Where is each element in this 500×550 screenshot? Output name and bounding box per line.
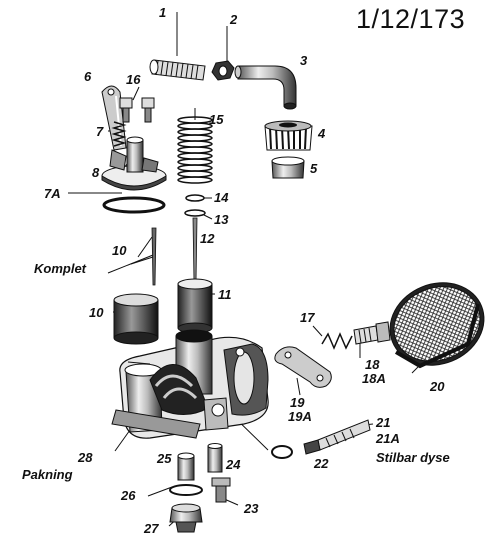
part-11-throttle-slide	[177, 278, 213, 334]
label-part-25: 25	[157, 451, 172, 466]
part-27-drain-plug	[169, 503, 203, 533]
part-18-screw	[353, 321, 391, 345]
label-part-3: 3	[300, 53, 308, 68]
part-20-air-filter	[389, 282, 485, 369]
label-part-7: 7	[96, 124, 104, 139]
part-22-o-ring	[271, 445, 293, 459]
part-5-ring-nut	[271, 156, 305, 179]
part-26-washer	[169, 484, 203, 496]
part-21-adjustable-jet	[303, 419, 371, 455]
label-part-17: 17	[300, 310, 315, 325]
part-12-needle	[192, 217, 198, 283]
label-part-19a: 19A	[288, 409, 312, 424]
label-part-2: 2	[230, 12, 238, 27]
label-part-13: 13	[214, 212, 229, 227]
part-10-float	[113, 293, 159, 345]
label-part-6: 6	[84, 69, 92, 84]
label-part-26: 26	[121, 488, 136, 503]
part-2-nut	[211, 60, 235, 81]
part-13-clip	[184, 209, 206, 217]
part-15-spring	[177, 116, 213, 184]
label-part-19: 19	[290, 395, 305, 410]
label-part-22: 22	[314, 456, 329, 471]
label-part-5: 5	[310, 161, 318, 176]
part-14-washer	[185, 194, 205, 202]
part-16-screws	[119, 97, 155, 123]
label-stilbar-dyse: Stilbar dyse	[376, 450, 450, 465]
label-part-11: 11	[218, 287, 232, 302]
label-part-14: 14	[214, 190, 229, 205]
carburetor-body	[119, 329, 269, 439]
label-part-21a: 21A	[376, 431, 400, 446]
part-19-bracket	[274, 346, 332, 388]
part-7-spring	[111, 121, 127, 147]
part-24-jet	[207, 443, 223, 473]
label-part-28: 28	[78, 450, 93, 465]
part-17-spring	[321, 332, 353, 350]
part-25-main-jet	[177, 452, 195, 481]
part-8-top-cover	[101, 136, 167, 191]
label-part-10-bottom: 10	[89, 305, 104, 320]
page-reference: 1/12/173	[356, 4, 466, 34]
label-part-18a: 18A	[362, 371, 386, 386]
part-23-screw	[211, 477, 231, 503]
label-part-10-top: 10	[112, 243, 127, 258]
part-28-gasket	[111, 409, 201, 439]
label-part-23: 23	[244, 501, 259, 516]
label-part-27: 27	[144, 521, 159, 536]
label-pakning: Pakning	[22, 467, 73, 482]
part-3-elbow-tube	[234, 65, 297, 110]
label-part-7a: 7A	[44, 186, 61, 201]
label-part-1: 1	[159, 5, 167, 20]
label-part-16: 16	[126, 72, 141, 87]
part-4-knurled-cap	[264, 120, 313, 151]
part-10-float-needle	[151, 227, 157, 286]
label-part-18: 18	[365, 357, 380, 372]
label-part-12: 12	[200, 231, 215, 246]
label-part-24: 24	[226, 457, 241, 472]
label-part-15: 15	[209, 112, 224, 127]
part-7a-gasket	[102, 196, 166, 214]
label-part-20: 20	[430, 379, 445, 394]
label-part-8: 8	[92, 165, 100, 180]
label-part-4: 4	[318, 126, 326, 141]
label-komplet: Komplet	[34, 261, 86, 276]
part-1-cable-adjuster	[149, 59, 206, 81]
label-part-21: 21	[376, 415, 391, 430]
